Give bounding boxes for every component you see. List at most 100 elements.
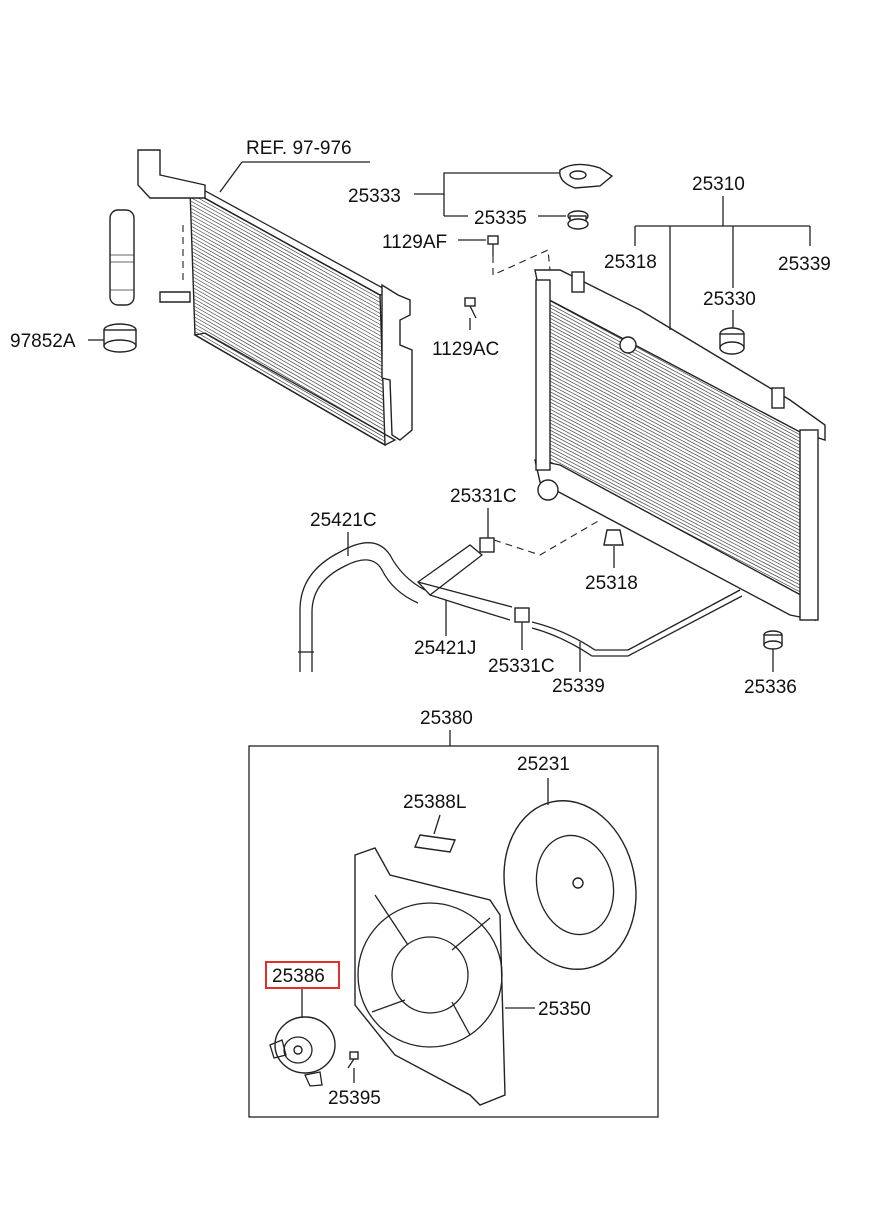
- core-fin: [543, 444, 815, 586]
- core-fin: [540, 309, 811, 455]
- bolt-1129AF: [487, 235, 499, 256]
- label-25331C-top: 25331C: [450, 486, 517, 507]
- core-fin: [191, 244, 383, 352]
- core-fin: [191, 225, 382, 333]
- condenser-assembly: [137, 149, 413, 447]
- label-25335: 25335: [474, 208, 527, 229]
- fan-kit-box: [248, 745, 659, 1118]
- core-fin: [193, 287, 384, 397]
- label-25395: 25395: [328, 1088, 381, 1109]
- core-fin: [540, 327, 812, 472]
- bolt-1129AC: [464, 297, 477, 319]
- part-labels: REF. 97-976 25333 25335 1129AF 1129AC 97…: [10, 138, 831, 1109]
- core-fin: [543, 433, 814, 576]
- screw-25395: [347, 1051, 359, 1069]
- core-fin: [540, 295, 811, 441]
- fan-blade: [503, 800, 637, 970]
- label-25330: 25330: [703, 289, 756, 310]
- core-fin: [540, 323, 812, 469]
- label-25336: 25336: [744, 677, 797, 698]
- core-fin: [192, 262, 383, 371]
- core-fin: [541, 330, 812, 476]
- core-fin: [191, 236, 382, 345]
- upper-insulator: [567, 210, 589, 230]
- core-fin: [192, 276, 384, 386]
- core-fin: [542, 383, 813, 528]
- upper-bracket: [559, 163, 614, 189]
- label-25421J: 25421J: [414, 638, 476, 659]
- core-fin: [542, 369, 813, 514]
- core-fin: [543, 426, 814, 569]
- core-fin: [541, 352, 812, 496]
- core-fin: [543, 415, 814, 559]
- core-fin: [192, 280, 384, 390]
- core-fin: [194, 327, 385, 438]
- label-25318-top: 25318: [604, 252, 657, 273]
- core-fin: [540, 302, 811, 448]
- core-fin: [194, 320, 385, 431]
- label-sticker: [414, 834, 456, 853]
- core-fin: [544, 447, 815, 590]
- core-fin: [194, 331, 386, 442]
- label-ref: REF. 97-976: [246, 138, 352, 159]
- core-fin: [190, 211, 381, 318]
- core-fin: [541, 337, 812, 483]
- core-fin: [191, 240, 382, 348]
- core-fin: [542, 398, 814, 541]
- radiator-mount-25336: [763, 630, 783, 650]
- core-fin: [192, 265, 383, 375]
- core-fin: [190, 196, 381, 303]
- hose-clamps: [479, 537, 530, 623]
- core-fin: [542, 394, 813, 538]
- core-fin: [191, 233, 382, 341]
- core-fin: [542, 380, 813, 524]
- core-fin: [193, 298, 384, 408]
- lower-insulator: [603, 529, 624, 546]
- label-25339-top: 25339: [778, 254, 831, 275]
- fan-motor: [269, 1016, 336, 1087]
- core-fin: [542, 387, 813, 531]
- label-25331C-bot: 25331C: [488, 656, 555, 677]
- overflow-hose-25339: [531, 589, 743, 657]
- core-fin: [191, 251, 383, 360]
- label-1129AF: 1129AF: [382, 232, 447, 253]
- core-fin: [540, 298, 811, 445]
- radiator-assembly: [534, 269, 826, 622]
- core-fin: [190, 222, 382, 330]
- core-fin: [542, 376, 813, 521]
- core-fin: [194, 323, 385, 435]
- core-fin: [193, 291, 384, 401]
- receiver-drier: [103, 209, 137, 353]
- core-fin: [191, 229, 382, 337]
- core-fin: [543, 437, 815, 579]
- highlight-box-25386: [265, 961, 340, 989]
- core-fin: [544, 451, 815, 593]
- label-25421C: 25421C: [310, 510, 377, 531]
- label-25310: 25310: [692, 174, 745, 195]
- core-fin: [542, 401, 814, 545]
- core-fin: [192, 269, 383, 378]
- leader-lines: [88, 161, 811, 1083]
- core-fin: [193, 309, 385, 420]
- label-25380: 25380: [420, 708, 473, 729]
- core-fin: [192, 254, 383, 363]
- core-fin: [543, 408, 814, 552]
- core-fin: [542, 405, 814, 548]
- core-fin: [541, 348, 812, 493]
- core-fin: [540, 313, 811, 458]
- core-fin: [542, 373, 813, 517]
- label-25386: 25386: [272, 966, 325, 987]
- core-fin: [543, 430, 814, 572]
- core-fin: [191, 247, 383, 356]
- core-fin: [194, 316, 385, 427]
- label-25388L: 25388L: [403, 792, 466, 813]
- core-fin: [190, 207, 381, 315]
- label-25350: 25350: [538, 999, 591, 1020]
- label-25318-mid: 25318: [585, 573, 638, 594]
- core-fin: [541, 334, 812, 479]
- radiator-cap: [719, 327, 745, 355]
- core-fin: [190, 215, 382, 322]
- label-97852A: 97852A: [10, 331, 76, 352]
- core-fin: [542, 391, 813, 534]
